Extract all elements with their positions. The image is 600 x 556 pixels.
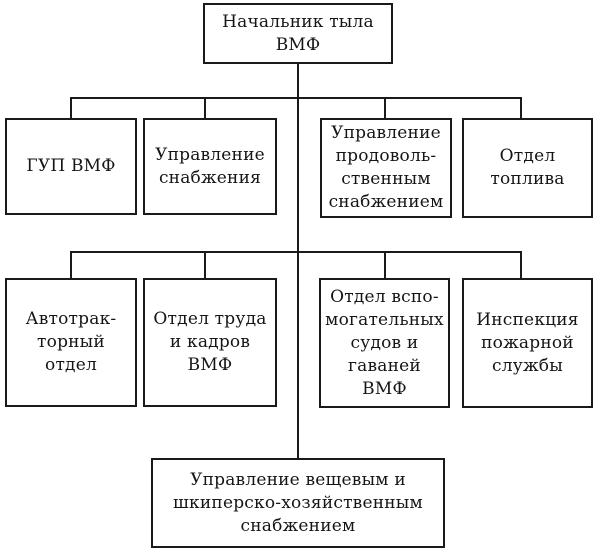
node-fire-service-inspection: Инспекция пожарной службы [462, 278, 593, 408]
node-supply-directorate: Управление снабжения [143, 118, 277, 215]
node-clothing-supply-directorate: Управление вещевым и шкиперско-хозяйстве… [151, 458, 445, 548]
node-auto-tractor-department: Автотрак- торный отдел [5, 278, 137, 407]
node-food-supply-directorate: Управление продоволь- ственным снабжение… [320, 118, 452, 218]
node-gup-vmf: ГУП ВМФ [5, 118, 137, 215]
node-labor-and-cadres-department: Отдел труда и кадров ВМФ [143, 278, 277, 407]
node-fuel-department: Отдел топлива [462, 118, 593, 218]
node-chief-of-navy-rear: Начальник тыла ВМФ [203, 3, 393, 64]
node-auxiliary-vessels-department: Отдел вспо- могательных судов и гаваней … [319, 278, 450, 408]
